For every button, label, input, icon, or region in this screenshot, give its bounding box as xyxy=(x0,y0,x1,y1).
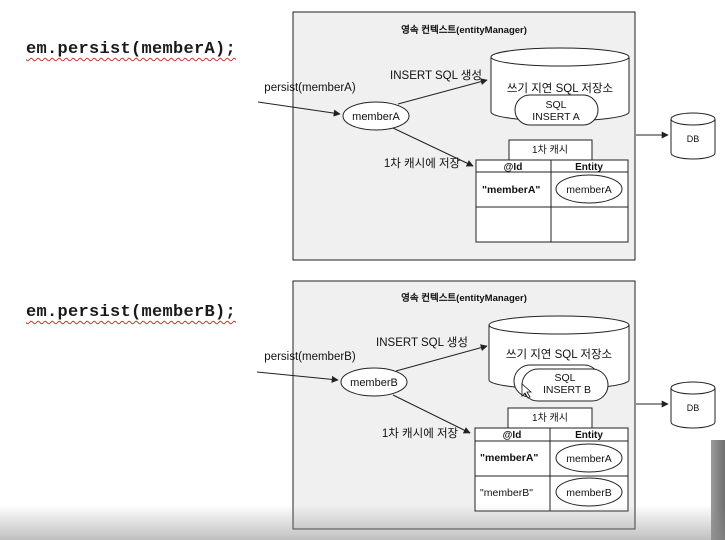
persist-arrow xyxy=(256,371,339,383)
col-entity-header: Entity xyxy=(575,430,603,441)
context-title: 영속 컨텍스트(entityManager) xyxy=(401,24,527,36)
insert-sql-label: INSERT SQL 생성 xyxy=(376,336,468,349)
cache-save-label: 1차 캐시에 저장 xyxy=(384,157,461,170)
cache-save-label: 1차 캐시에 저장 xyxy=(382,427,459,440)
sql-item-line2: INSERT A xyxy=(532,111,579,123)
sql-item-line1: SQL xyxy=(545,99,566,111)
row-2-id: "memberB" xyxy=(480,487,533,499)
cache-title: 1차 캐시 xyxy=(532,144,568,156)
persist-label: persist(memberA) xyxy=(264,82,356,94)
insert-sql-arrow xyxy=(397,78,488,105)
persist-label: persist(memberB) xyxy=(264,351,356,363)
col-entity-header: Entity xyxy=(575,162,603,173)
sql-store-label: 쓰기 지연 SQL 저장소 xyxy=(507,82,613,95)
sql-item-pill xyxy=(514,94,599,126)
panel-member-b: 영속 컨텍스트(entityManager) persist(memberB) … xyxy=(256,280,716,530)
col-id-header: @Id xyxy=(504,162,523,173)
member-label: memberB xyxy=(350,377,398,389)
row-2-entity: memberB xyxy=(566,487,612,499)
row-1-entity-ellipse xyxy=(555,174,623,204)
cache-table xyxy=(475,159,629,243)
member-label: memberA xyxy=(352,111,400,123)
member-ellipse xyxy=(342,101,410,131)
insert-sql-arrow xyxy=(395,344,488,372)
db-cylinder xyxy=(670,381,716,429)
context-title: 영속 컨텍스트(entityManager) xyxy=(401,292,527,304)
row-1-entity-ellipse xyxy=(555,443,623,473)
row-1-id: "memberA" xyxy=(482,184,540,196)
persist-arrow xyxy=(257,101,341,117)
code-persist-member-b: em.persist(memberB); xyxy=(26,303,237,322)
cache-save-arrow xyxy=(392,394,471,434)
sql-item-line2: INSERT B xyxy=(543,384,591,396)
edge-strip xyxy=(711,440,725,540)
insert-sql-label: INSERT SQL 생성 xyxy=(390,69,482,82)
cache-title: 1차 캐시 xyxy=(532,412,568,424)
mouse-cursor-icon xyxy=(521,383,533,399)
cache-save-arrow xyxy=(392,127,474,167)
row-1-entity: memberA xyxy=(566,453,612,465)
member-ellipse xyxy=(340,367,408,397)
code-persist-member-a: em.persist(memberA); xyxy=(26,40,237,59)
sql-item-line1: SQL xyxy=(554,372,575,384)
row-1-id: "memberA" xyxy=(480,452,538,464)
col-id-header: @Id xyxy=(503,430,522,441)
db-label: DB xyxy=(687,134,700,144)
sql-store-label: 쓰기 지연 SQL 저장소 xyxy=(506,348,612,361)
db-label: DB xyxy=(687,403,700,413)
row-1-entity: memberA xyxy=(566,184,612,196)
panel-member-a: 영속 컨텍스트(entityManager) persist(memberA) … xyxy=(257,11,716,261)
db-cylinder xyxy=(670,112,716,160)
